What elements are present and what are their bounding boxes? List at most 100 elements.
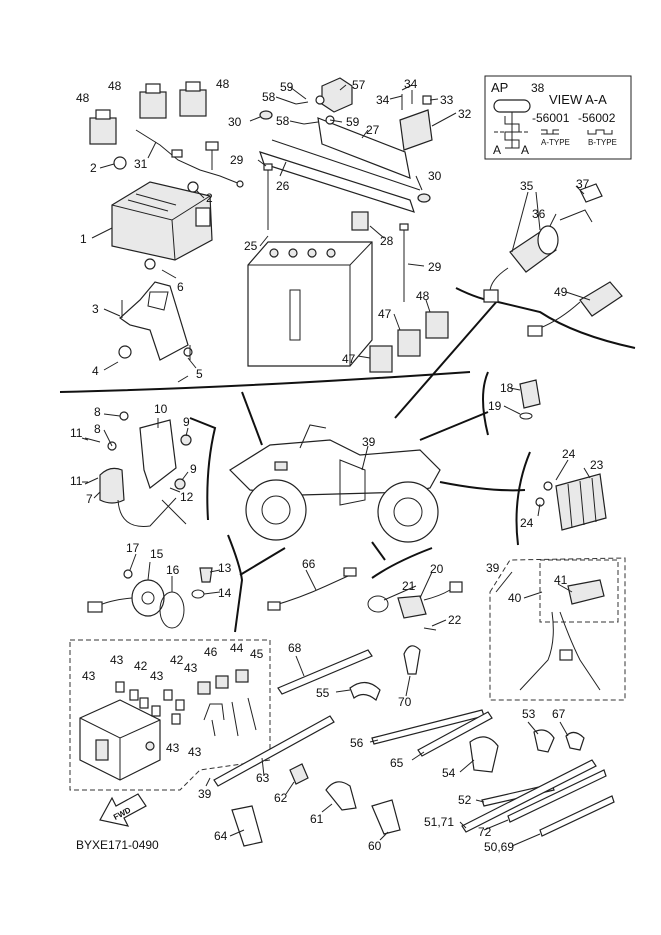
clamp-67 — [565, 731, 585, 751]
callout-27: 27 — [366, 123, 380, 137]
callout-59a: 59 — [280, 80, 294, 94]
callout-39c: 39 — [198, 787, 212, 801]
section-separators — [59, 287, 636, 633]
callout-43c: 43 — [150, 669, 164, 683]
fuse-box-main — [399, 109, 433, 151]
starter-relay — [321, 77, 353, 113]
ecu-unit — [111, 181, 213, 261]
view-title: VIEW A-A — [549, 92, 607, 107]
callout-58b: 58 — [276, 114, 290, 128]
callout-12: 12 — [180, 490, 194, 504]
callout-16: 16 — [166, 563, 180, 577]
callout-37: 37 — [576, 177, 590, 191]
diagram-code: BYXE171-0490 — [76, 838, 159, 852]
callout-19: 19 — [488, 399, 502, 413]
callout-30a: 30 — [228, 115, 242, 129]
callout-32: 32 — [458, 107, 472, 121]
callout-64: 64 — [214, 829, 228, 843]
main-switch-group — [483, 183, 623, 337]
speed-sensor — [367, 581, 463, 631]
fwd-arrow-icon: FWD — [99, 793, 147, 827]
callout-44: 44 — [230, 641, 244, 655]
callout-39b: 39 — [486, 561, 500, 575]
callout-29a: 29 — [230, 153, 244, 167]
callout-51-71: 51,71 — [424, 815, 454, 829]
callout-8b: 8 — [94, 422, 101, 436]
a-type-profile-icon — [541, 129, 559, 135]
callout-24b: 24 — [520, 516, 534, 530]
callout-34b: 34 — [376, 93, 390, 107]
clamp-64 — [231, 805, 263, 847]
callout-22: 22 — [448, 613, 462, 627]
clip-62 — [289, 763, 309, 785]
callout-9b: 9 — [190, 462, 197, 476]
clamp-55 — [349, 681, 381, 701]
view-a-a-panel: AP 38 VIEW A-A -56001 -56002 A-TYPE B-TY… — [484, 75, 632, 160]
relay-cluster — [369, 311, 449, 373]
band-68 — [277, 649, 373, 695]
callout-11a: 11 — [70, 426, 83, 440]
callout-48c: 48 — [216, 77, 230, 91]
view-ap-callout: 38 — [531, 81, 545, 95]
callout-43e: 43 — [166, 741, 180, 755]
callout-59b: 59 — [346, 115, 360, 129]
callout-31: 31 — [134, 157, 148, 171]
callout-42b: 42 — [170, 653, 184, 667]
callout-29b: 29 — [428, 260, 442, 274]
callout-1: 1 — [80, 232, 87, 246]
callout-11b: 11 — [70, 474, 83, 488]
callout-28: 28 — [380, 234, 394, 248]
callout-53: 53 — [522, 707, 536, 721]
callout-49: 49 — [554, 285, 568, 299]
callout-66: 66 — [302, 557, 316, 571]
callout-25: 25 — [244, 239, 258, 253]
callout-70: 70 — [398, 695, 412, 709]
callout-4: 4 — [92, 364, 99, 378]
callout-43a: 43 — [82, 669, 96, 683]
atv-outline — [229, 424, 441, 543]
callout-34a: 34 — [404, 77, 418, 91]
holder-54 — [469, 736, 499, 773]
callout-65: 65 — [390, 756, 404, 770]
callout-56: 56 — [350, 736, 364, 750]
callout-48a: 48 — [76, 91, 90, 105]
callout-41: 41 — [554, 573, 568, 587]
callout-52: 52 — [458, 793, 472, 807]
ecu-group — [89, 81, 244, 383]
callout-60: 60 — [368, 839, 382, 853]
callout-15: 15 — [150, 547, 164, 561]
callout-63: 63 — [256, 771, 270, 785]
sub-lead-66 — [271, 575, 349, 607]
callout-46: 46 — [204, 645, 218, 659]
callout-43f: 43 — [188, 745, 202, 759]
fuse-box-area — [69, 639, 271, 791]
callout-21: 21 — [402, 579, 416, 593]
callout-43d: 43 — [184, 661, 198, 675]
callout-26: 26 — [276, 179, 290, 193]
battery-band — [259, 151, 415, 213]
view-ap-label: AP — [491, 80, 508, 95]
callout-72: 72 — [478, 825, 492, 839]
view-type-b: B-TYPE — [588, 138, 617, 147]
neutral-switch — [519, 379, 541, 420]
callout-6: 6 — [177, 280, 184, 294]
view-section-right: A — [521, 143, 529, 157]
callout-57: 57 — [352, 78, 366, 92]
callout-40: 40 — [508, 591, 522, 605]
callout-2b: 2 — [206, 191, 213, 205]
clamp-61 — [325, 781, 357, 811]
callout-48d: 48 — [416, 289, 430, 303]
band-51-71 — [461, 759, 597, 833]
ignition-coil-group — [84, 411, 192, 527]
clamp-60 — [371, 799, 401, 835]
leader-lines — [81, 84, 591, 847]
callout-58a: 58 — [262, 90, 276, 104]
callout-55: 55 — [316, 686, 330, 700]
callout-68: 68 — [288, 641, 302, 655]
callout-10: 10 — [154, 402, 168, 416]
callout-62: 62 — [274, 791, 288, 805]
battery-cover — [317, 117, 411, 179]
callout-7: 7 — [86, 492, 93, 506]
callout-47a: 47 — [378, 307, 392, 321]
